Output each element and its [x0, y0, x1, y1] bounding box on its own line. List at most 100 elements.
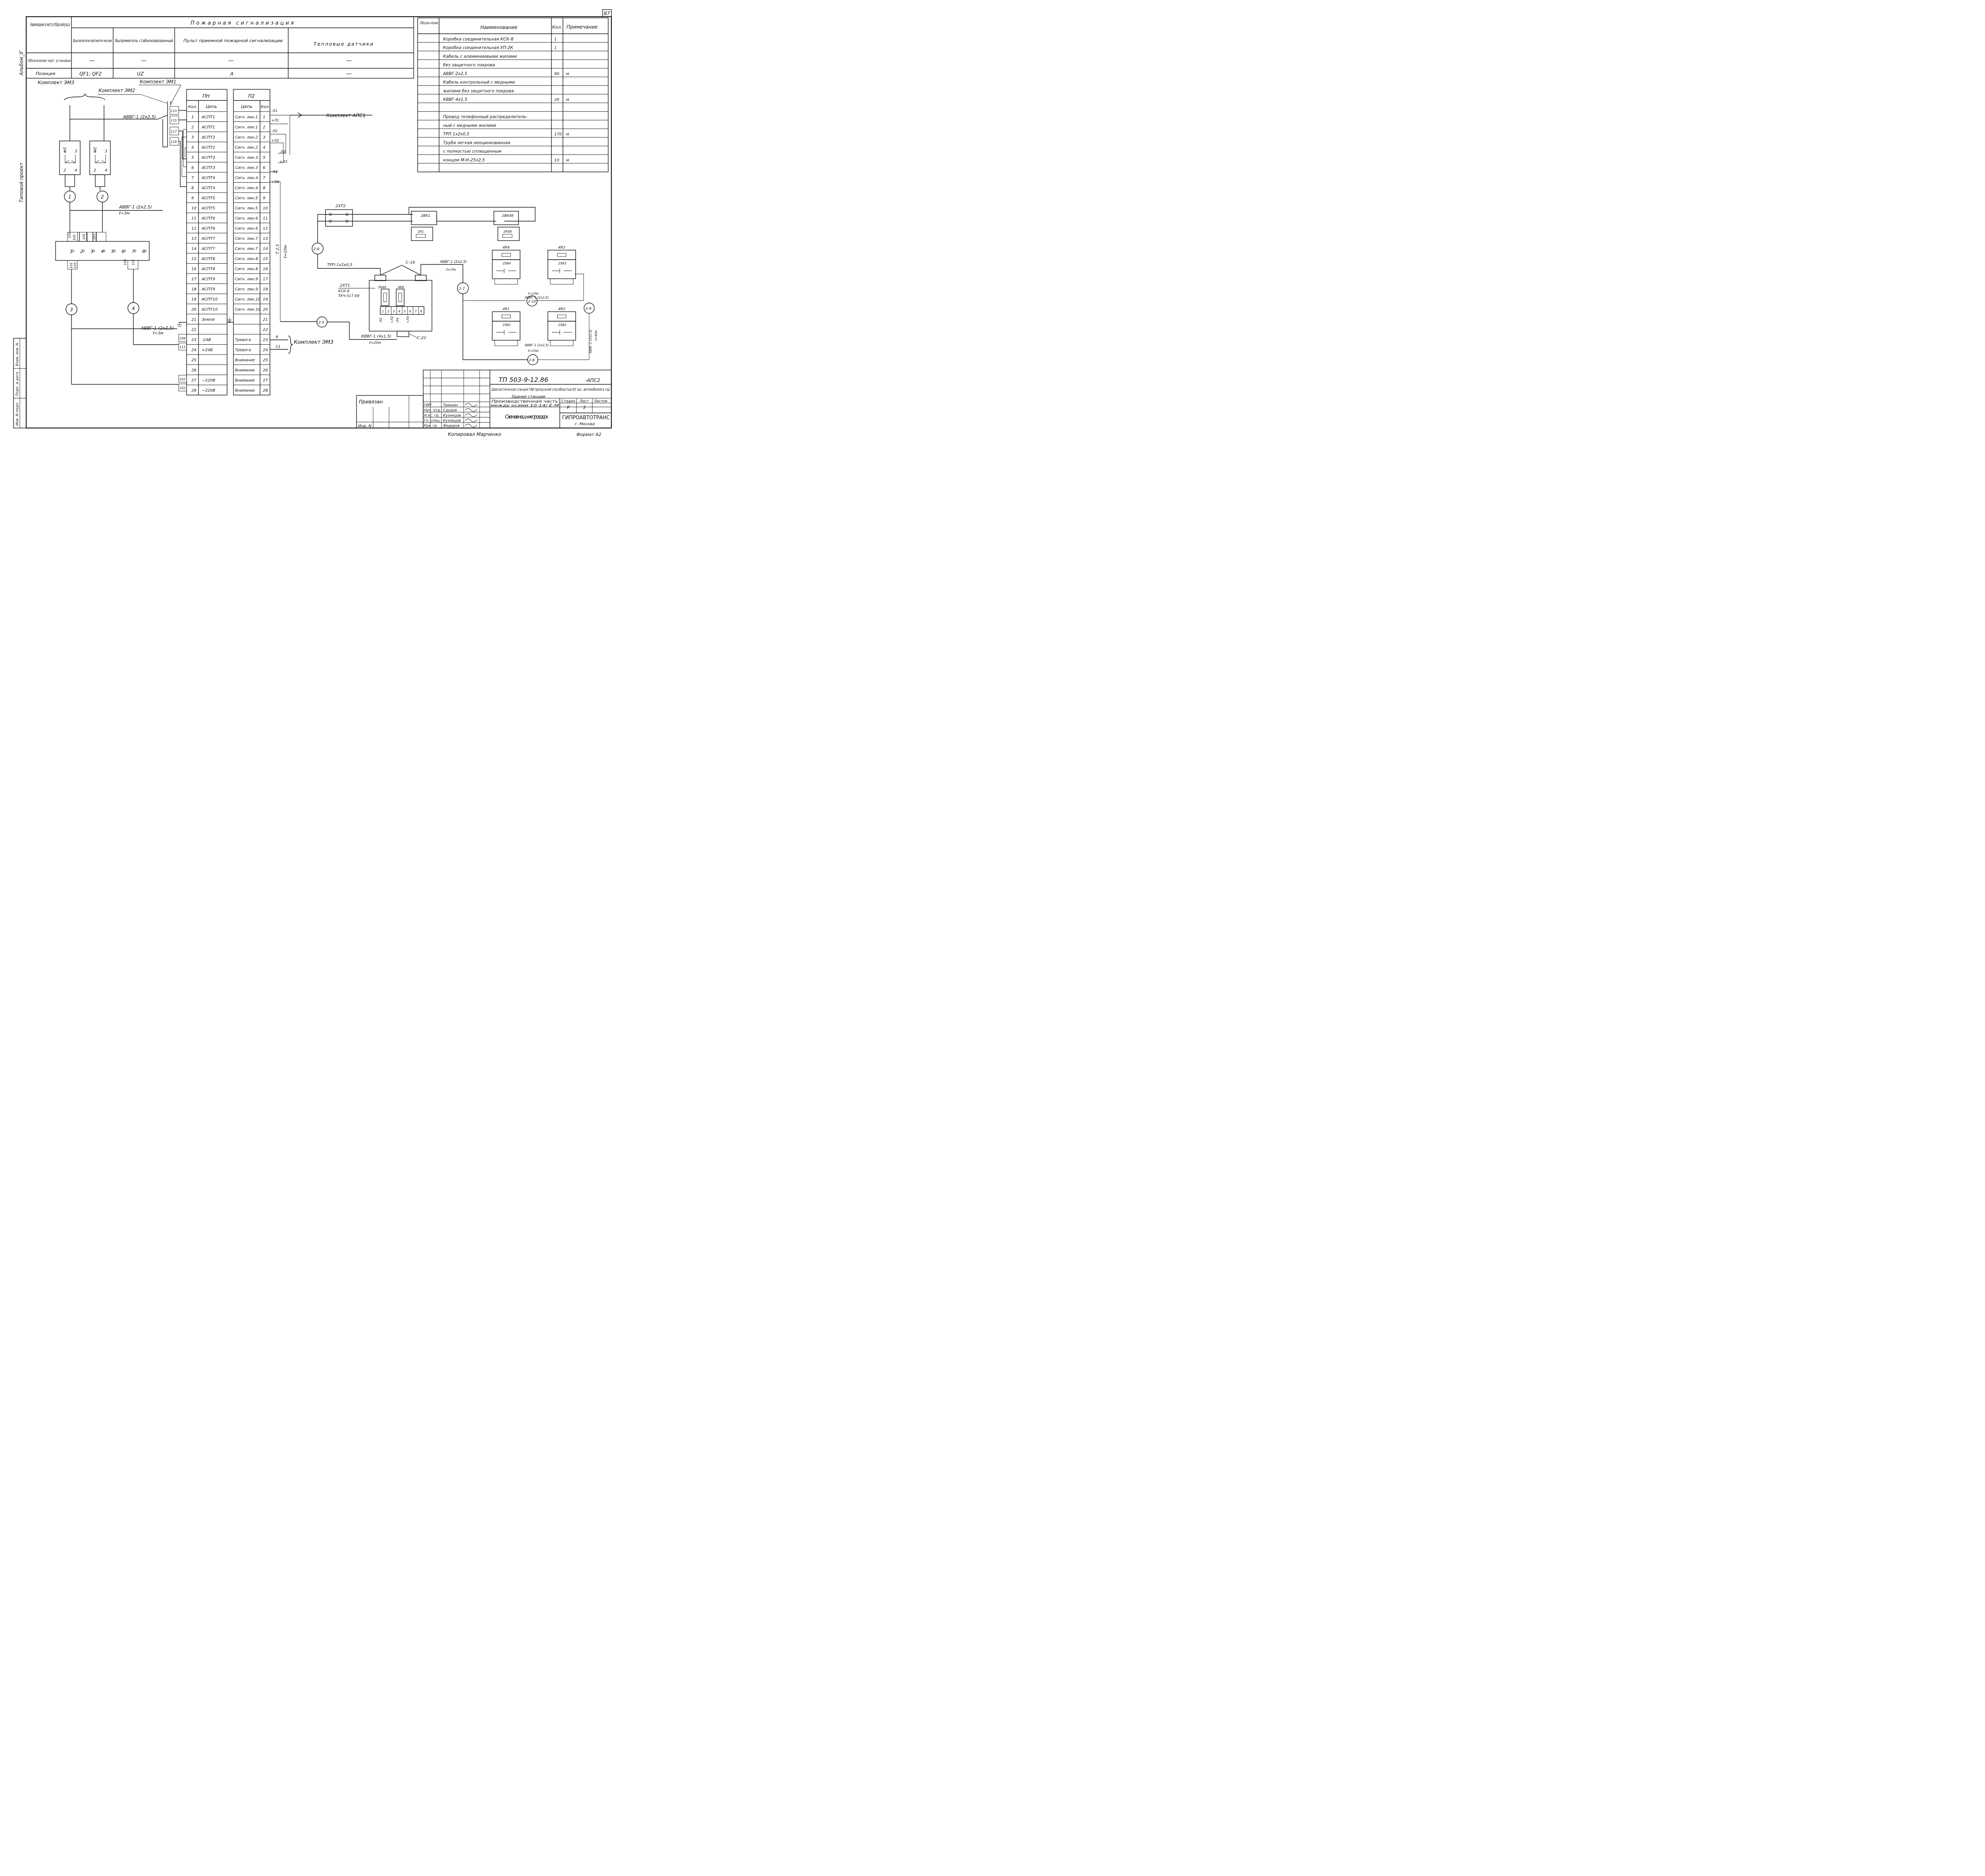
detector-sb-label: 2SB2 — [558, 323, 567, 327]
p2-row-num: 27 — [263, 378, 268, 383]
detector-sb-label: 2SB4 — [503, 262, 511, 265]
box-sign-2: +Л2 — [390, 316, 394, 323]
p2-row-chain: Сигн. лин.7 — [235, 237, 258, 241]
detector-r-label: 4R4 — [503, 246, 510, 250]
det1-r: 2R1 — [418, 230, 424, 233]
spec-row-note: м — [566, 72, 569, 76]
spec-row-name: Труба легкая неоцинкованная — [443, 141, 510, 145]
spec-row-name: АВВГ-2х2,5 — [443, 71, 467, 76]
p2-row-chain: Сигн. лин.3 — [235, 156, 258, 160]
pn-row-num: 15 — [191, 257, 197, 261]
sign-name: Кузнецов — [443, 419, 461, 423]
circle-2-label: 2 — [101, 194, 104, 200]
eq-col-breakers: Выключатели автомати-ческие — [73, 38, 112, 43]
rect-bot-wire-103: 103 — [73, 262, 77, 268]
spec-row-qty: 170 — [554, 132, 562, 137]
rectifier-terminal: 3 — [91, 249, 93, 254]
pn-row-chain: АСПТ10 — [201, 297, 218, 302]
p2-row-num: 7 — [263, 176, 266, 180]
b1-t2: 2 — [64, 168, 66, 173]
p2-row-num: 11 — [263, 216, 268, 221]
det48-r: 2R48 — [503, 230, 512, 233]
p2-row-chain: Тревога — [235, 348, 251, 353]
circle-2-8 — [527, 354, 538, 365]
rectifier-uz — [55, 241, 150, 261]
p2-row-num: 8 — [263, 186, 265, 191]
page-number-box — [602, 9, 612, 17]
pn-row-chain: -24В — [202, 338, 211, 342]
p2-row-chain: Тревога — [235, 338, 251, 342]
detector-2bk48 — [493, 211, 519, 225]
spec-h-qty: Кол. — [552, 25, 562, 30]
spec-row-name: Коробка соединительная УП-2К — [443, 46, 513, 50]
rectifier-terminal: 7 — [132, 249, 135, 254]
spec-row-name: концом М-Н-25х2,5 — [443, 158, 485, 162]
spec-row-qty: 10 — [554, 158, 559, 162]
p2-row-num: 28 — [263, 389, 268, 393]
b2-t3: 3 — [105, 149, 107, 154]
p2-row-num: 17 — [263, 277, 268, 281]
box-out-len: ℓ=7м — [446, 268, 456, 272]
p2-row-chain: Сигн. лин.6 — [235, 227, 258, 231]
b1-t3: 3 — [75, 149, 77, 154]
rectifier-terminal: 1 — [70, 249, 73, 254]
circle-2-10 — [526, 295, 538, 307]
spec-h-note: Примечание — [567, 24, 597, 30]
breaker-2-label: 2Н — [93, 147, 97, 152]
junction-terminal: 3 — [393, 310, 395, 313]
cable-low-len: ℓ=3м — [153, 331, 164, 335]
right-cable-3-len: ℓ=40м — [594, 330, 598, 341]
junction-terminal: 1 — [382, 310, 384, 313]
pn-row-num: 25 — [191, 358, 197, 362]
pn-row-chain: АСПТ7 — [201, 247, 215, 251]
b1-t1: 1 — [64, 149, 66, 154]
p2-row-chain: Внимание — [235, 389, 255, 393]
pn-row-num: 14 — [191, 247, 197, 251]
kit-aps1: Комплект АПС1 — [326, 113, 366, 118]
p2-row-chain: Сигн. лин.3 — [235, 166, 258, 170]
pn-row-chain: АСПТ5 — [201, 196, 215, 201]
spec-row-qty: 1 — [554, 37, 557, 42]
doc-description: Диагностическая станция ГАИ пропускной с… — [491, 387, 610, 392]
block-p2 — [233, 89, 270, 395]
spec-row-note: м — [566, 132, 569, 137]
pn-row-num: 6 — [191, 166, 194, 170]
field-wiring: 2-5 КВВГ-1 (4х1,5) ℓ=20м С-16 С-22 2XT1 … — [280, 204, 598, 365]
line-label: -Л2 — [271, 129, 278, 133]
right-cable-3: АВВГ-1 (2х2,5) — [589, 330, 592, 354]
stamp-vzam-inv: Взам. инв. N — [15, 343, 19, 366]
doc-axes: между осями 10-14/ Е-М — [491, 404, 559, 408]
line-label: -Л3 — [279, 150, 286, 154]
box-sign-4: +Л4 — [406, 316, 410, 323]
rect-bot-wire-101: 101 — [69, 262, 73, 268]
xt2-label: 2XT2 — [335, 204, 346, 208]
sign-name: Сдудов — [443, 409, 457, 413]
spec-row-name: Кабель с алюминиевыми жилами — [443, 54, 517, 59]
eq-des-rectifier: — — [141, 58, 146, 64]
p2-col-chain: Цепь — [241, 104, 252, 109]
xt1-sub2: ТКЧ-517-69 — [338, 294, 359, 298]
block-pn — [186, 89, 227, 395]
pn-row-chain: АСПТ1 — [201, 115, 215, 120]
p2-row-num: 13 — [263, 237, 268, 241]
pn-col-chain: Цепь — [206, 104, 217, 109]
pn-row-chain: +24В — [202, 348, 213, 353]
line-label: -Л4 — [271, 170, 278, 174]
pn-row-num: 12 — [191, 227, 197, 231]
circle-2-8-label: 2-8 — [529, 359, 535, 362]
rect-top-wire-103: 103 — [73, 235, 76, 241]
p2-row-chain: Внимание — [235, 368, 255, 373]
eq-col-heat: Тепловые датчики — [314, 41, 373, 47]
circle-2-9-label: 2-9 — [586, 307, 592, 311]
kit-em3-bottom: Комплект ЭМ3 — [294, 339, 333, 345]
pn-row-chain: АСПТ1 — [201, 125, 215, 130]
p2-row-chain: Сигн. лин.1 — [235, 125, 258, 130]
breaker-1-label: 1Н — [62, 147, 67, 152]
rect-top-wire-107: 107 — [93, 233, 96, 240]
spec-h-name: Наименование — [480, 25, 517, 30]
eq-pos-breakers: QF1; QF2 — [79, 71, 102, 77]
p2-row-num: 18 — [263, 287, 268, 292]
p2-row-chain: Сигн. лин.1 — [235, 115, 258, 120]
rectifier-terminal: 8 — [142, 249, 145, 254]
